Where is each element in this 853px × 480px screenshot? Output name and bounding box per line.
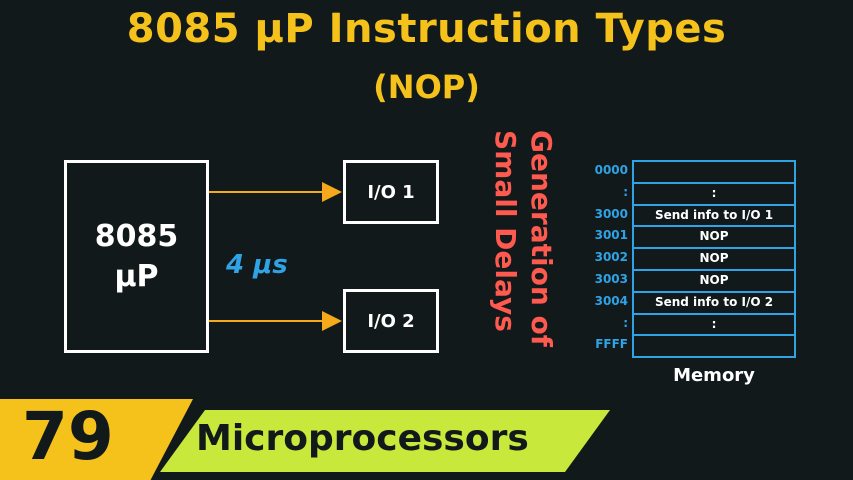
memory-address: 3000	[594, 206, 628, 221]
memory-address: 3001	[594, 228, 628, 243]
cpu-label-line2: μP	[114, 258, 159, 294]
memory-address: FFFF	[595, 337, 628, 352]
memory-label: Memory	[673, 365, 755, 386]
memory-address: :	[623, 184, 628, 199]
course-title: Microprocessors	[196, 418, 529, 459]
page-subtitle: (NOP)	[373, 68, 480, 106]
memory-address: 3003	[594, 272, 628, 286]
io2-box: I/O 2	[343, 289, 439, 353]
memory-cell: Send info to I/O 1	[634, 206, 794, 228]
course-banner	[160, 410, 610, 472]
memory-address: 0000	[594, 163, 628, 177]
memory-cell: :	[634, 315, 794, 337]
io1-box: I/O 1	[343, 160, 439, 224]
episode-number: 79	[22, 398, 114, 475]
microprocessor-box: 8085 μP	[64, 160, 209, 353]
vertical-caption-line2: Small Delays	[489, 130, 522, 332]
memory-cell: Send info to I/O 2	[634, 293, 794, 315]
memory-cell: NOP	[634, 271, 794, 293]
vertical-caption: Generation of Small Delays	[483, 128, 563, 398]
memory-cell	[634, 336, 794, 358]
memory-cell: :	[634, 184, 794, 206]
page-title: 8085 μP Instruction Types	[126, 6, 727, 52]
vertical-caption-line1: Generation of	[525, 130, 558, 347]
memory-address: 3002	[594, 250, 628, 265]
memory-cell: NOP	[634, 227, 794, 250]
delay-time-label: 4 μs	[226, 250, 288, 280]
cpu-label-line1: 8085	[94, 218, 179, 254]
memory-address: 3004	[594, 293, 628, 308]
memory-cell	[634, 162, 794, 184]
memory-cell: NOP	[634, 249, 794, 271]
memory-address: :	[623, 315, 628, 330]
